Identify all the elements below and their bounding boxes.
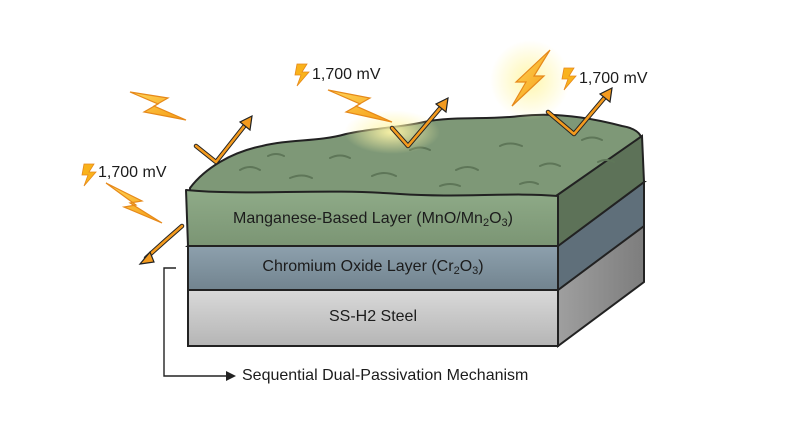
right-arrow-icon xyxy=(226,371,236,381)
manganese-label-suffix: ) xyxy=(507,210,513,227)
lightning-bolt-icon xyxy=(129,91,187,121)
surface-texture xyxy=(239,136,615,187)
lightning-bolt-icon xyxy=(327,89,393,123)
chromium-label-suffix: ) xyxy=(478,258,484,275)
chromium-label-prefix: Chromium Oxide Layer (Cr xyxy=(262,258,454,275)
steel-layer xyxy=(187,222,645,348)
subscript: 3 xyxy=(501,217,508,229)
glow-spot xyxy=(344,110,440,154)
subscript: 2 xyxy=(453,265,460,277)
mechanism-connector xyxy=(163,267,226,377)
chromium-label-mid: O xyxy=(459,258,473,275)
subscript: 3 xyxy=(472,265,479,277)
manganese-layer-top xyxy=(189,113,643,215)
reflection-arrow-icon xyxy=(144,94,608,260)
arrow-heads xyxy=(138,86,613,265)
manganese-layer xyxy=(185,113,646,248)
manganese-layer-label: Manganese-Based Layer (MnO/Mn2O3) xyxy=(188,210,558,229)
manganese-label-prefix: Manganese-Based Layer (MnO/Mn xyxy=(233,210,483,227)
chromium-layer-label: Chromium Oxide Layer (Cr2O3) xyxy=(188,258,558,277)
steel-layer-label: SS-H2 Steel xyxy=(328,308,418,325)
small-bolt-icon xyxy=(81,63,577,187)
voltage-label: 1,700 mV xyxy=(312,66,381,83)
subscript: 2 xyxy=(482,217,490,229)
voltage-label: 1,700 mV xyxy=(98,164,167,181)
voltage-label: 1,700 mV xyxy=(579,70,648,87)
manganese-layer-front xyxy=(185,189,559,247)
lightning-bolt-icon xyxy=(511,49,551,107)
chromium-layer-front xyxy=(187,245,559,291)
lightning-bolt-icon xyxy=(105,182,163,224)
mechanism-label: Sequential Dual-Passivation Mechanism xyxy=(242,367,529,384)
steel-layer-front xyxy=(187,289,559,347)
manganese-label-mid: O xyxy=(489,210,502,227)
